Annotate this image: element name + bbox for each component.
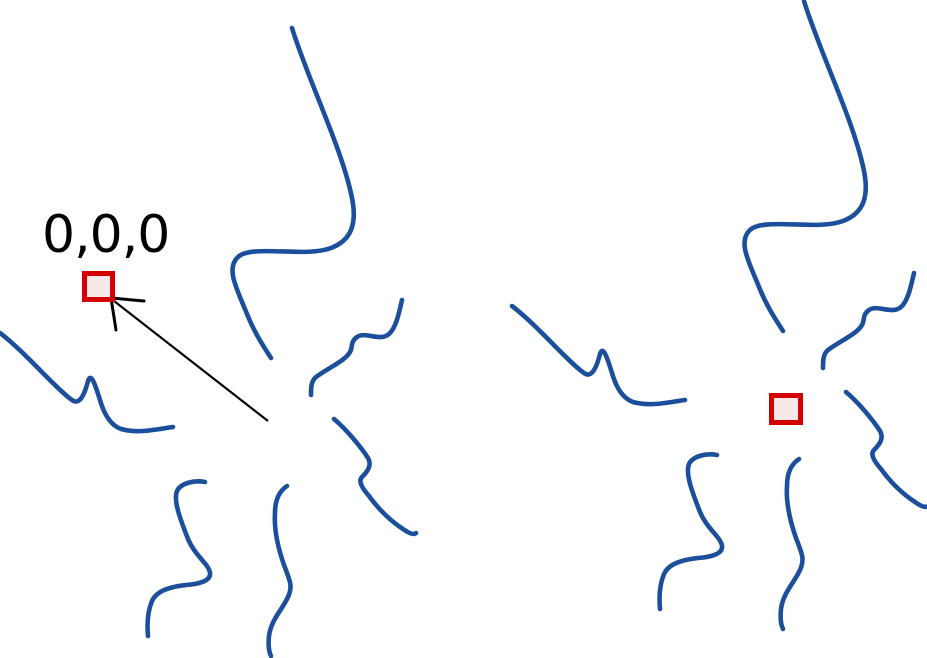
right-river-network xyxy=(512,1,927,629)
left-river-network xyxy=(0,28,416,656)
origin-coordinates-label: 0,0,0 xyxy=(42,205,170,265)
arrow-shaft xyxy=(113,300,269,422)
origin-marker[interactable] xyxy=(82,271,115,302)
center-marker[interactable] xyxy=(769,393,803,425)
origin-arrow xyxy=(109,296,269,422)
